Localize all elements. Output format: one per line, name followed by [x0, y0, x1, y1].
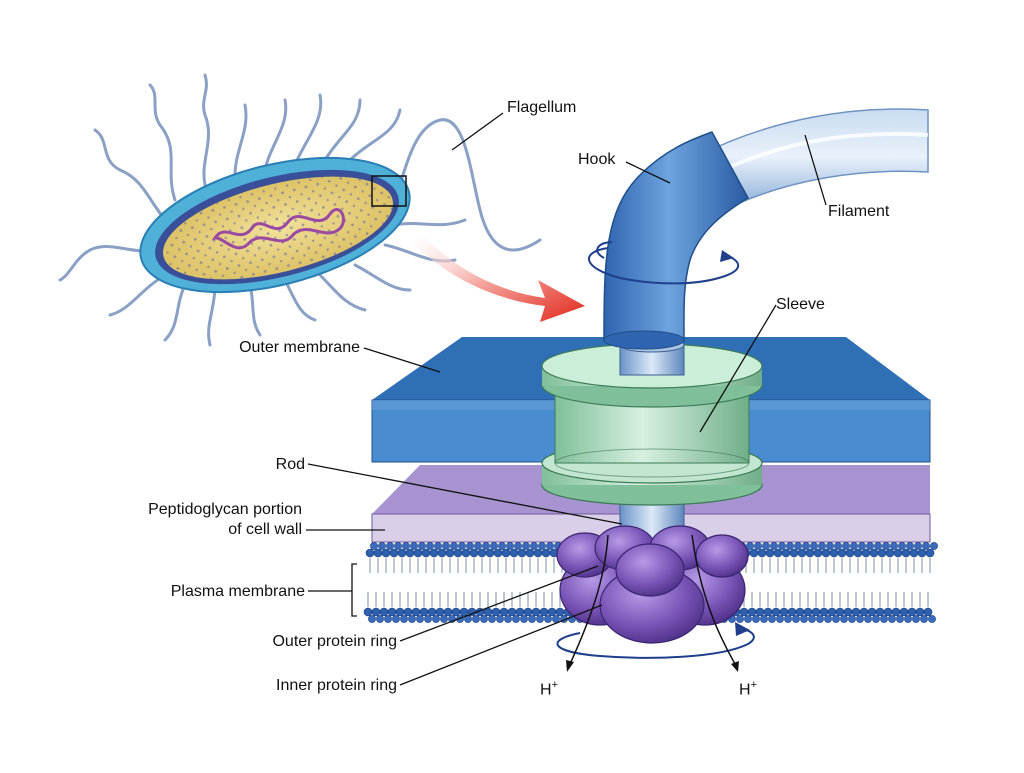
motor-rotation-arrow	[556, 622, 755, 659]
label-peptidoglycan-line2: of cell wall	[228, 521, 302, 538]
label-hook: Hook	[578, 151, 616, 168]
label-sleeve: Sleeve	[776, 296, 825, 313]
label-rod: Rod	[275, 456, 305, 473]
label-outer-protein-ring: Outer protein ring	[272, 633, 397, 650]
zoom-arrow	[412, 232, 585, 322]
label-proton-right: H+	[739, 679, 757, 699]
sleeve	[541, 343, 763, 506]
label-proton-left: H+	[540, 679, 558, 699]
label-plasma-membrane: Plasma membrane	[170, 583, 305, 600]
label-peptidoglycan-line1: Peptidoglycan portion	[148, 501, 302, 518]
motor-protein-rings	[556, 525, 749, 644]
proton-flow-arrows	[566, 534, 739, 672]
label-flagellum: Flagellum	[507, 99, 577, 116]
hook-rotation-arrow	[588, 241, 740, 285]
label-filament: Filament	[828, 203, 890, 220]
nucleoid	[211, 207, 345, 250]
bacterium-cell	[58, 73, 542, 347]
zoom-box	[371, 175, 407, 207]
hook	[603, 131, 750, 341]
label-outer-membrane: Outer membrane	[239, 339, 360, 356]
label-inner-protein-ring: Inner protein ring	[276, 677, 397, 694]
leader-lines	[306, 112, 827, 686]
